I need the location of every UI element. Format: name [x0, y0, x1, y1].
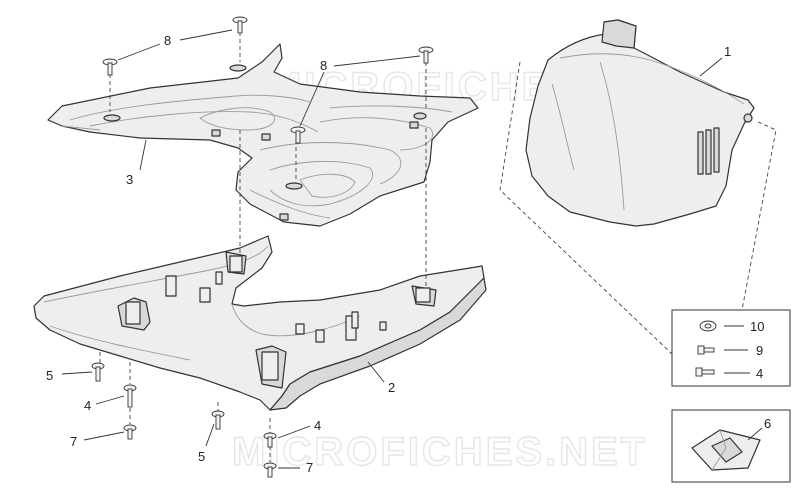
- clip-6-icon: [691, 429, 761, 471]
- screw-5-left-icon: [91, 362, 105, 382]
- screw-4-mid-icon: [263, 432, 277, 448]
- watermark-bottom: MICROFICHES.NET: [232, 430, 648, 474]
- leader-lines: [61, 29, 723, 469]
- hardware-detail-box: [671, 309, 791, 387]
- footboard-mat-part: [47, 43, 479, 227]
- screw-4-box-icon: [695, 367, 715, 377]
- screw-hardware: [91, 16, 434, 478]
- screw-7-mid-icon: [263, 462, 277, 478]
- callout-screw-7-left: 7: [70, 434, 77, 449]
- callout-screw-7-mid: 7: [306, 460, 313, 475]
- clip-10-icon: [699, 320, 717, 332]
- callout-screw-4-box: 4: [756, 366, 763, 381]
- callout-clip-10: 10: [750, 319, 764, 334]
- callout-screw-8-right: 8: [320, 58, 327, 73]
- screw-7-left-icon: [123, 424, 137, 440]
- callout-screw-4-left: 4: [84, 398, 91, 413]
- callout-labels: 1 2 3 8 8 10 9 4 6 5 4 7 5 4 7: [46, 33, 771, 475]
- rear-cover-part: [525, 19, 755, 227]
- screw-8-top-left-icon: [102, 58, 118, 76]
- callout-part-3: 3: [126, 172, 133, 187]
- screw-8-right-icon: [418, 46, 434, 64]
- callout-screw-4-mid: 4: [314, 418, 321, 433]
- callout-screw-5-mid: 5: [198, 449, 205, 464]
- floor-panel-part: [33, 235, 487, 411]
- callout-screw-5-left: 5: [46, 368, 53, 383]
- callout-clip-6: 6: [764, 416, 771, 431]
- callout-part-2: 2: [388, 380, 395, 395]
- screw-8-top-center-icon: [232, 16, 248, 34]
- callout-screw-9: 9: [756, 343, 763, 358]
- screw-9-icon: [697, 345, 715, 355]
- clip-detail-box: [671, 409, 791, 483]
- screw-8-center-icon: [290, 126, 306, 144]
- callout-part-1: 1: [724, 44, 731, 59]
- screw-5-mid-icon: [211, 410, 225, 430]
- callout-screw-8-left: 8: [164, 33, 171, 48]
- screw-4-left-icon: [123, 384, 137, 408]
- alignment-lines: [99, 32, 777, 462]
